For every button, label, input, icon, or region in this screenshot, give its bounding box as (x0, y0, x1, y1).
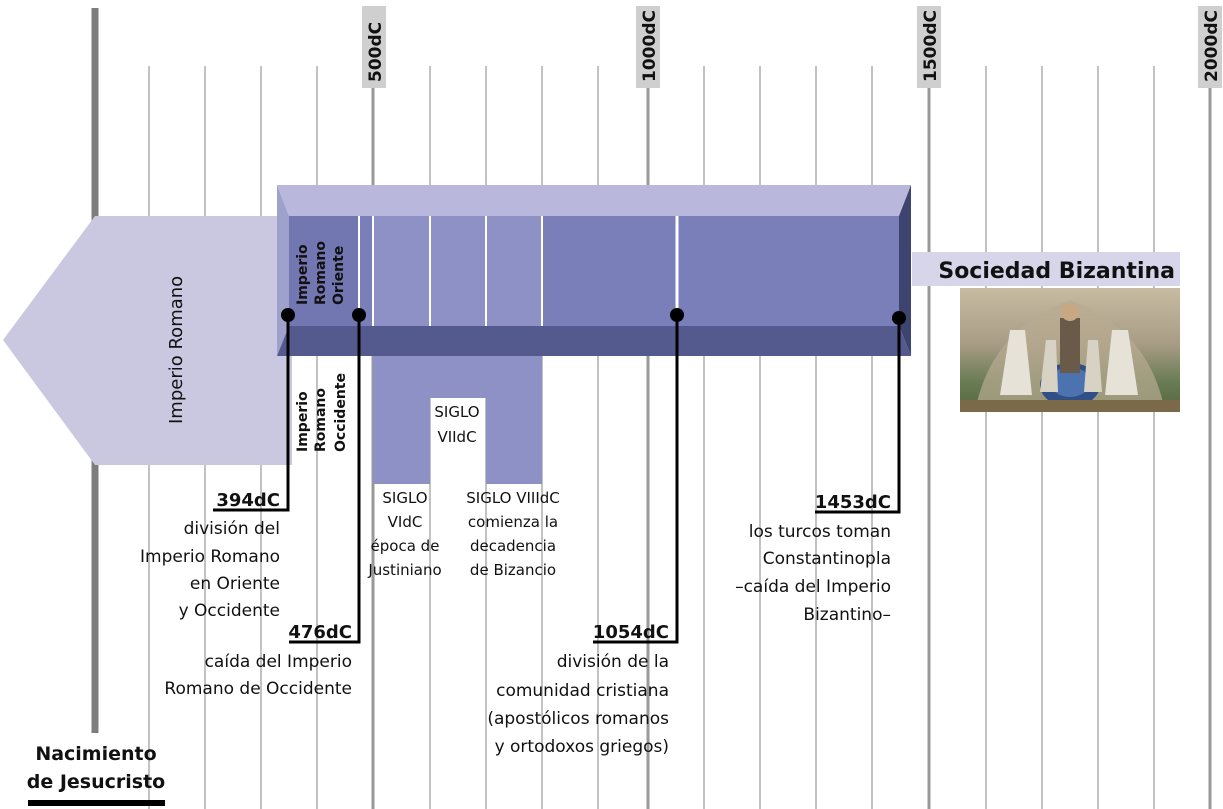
century-vi-section (373, 216, 430, 326)
svg-text:Oriente: Oriente (331, 246, 347, 305)
century-vii-section (430, 216, 486, 326)
century-vii-block (430, 356, 486, 398)
bar-dividers (358, 216, 679, 326)
svg-text:época de: época de (371, 537, 440, 555)
svg-text:–caída del Imperio: –caída del Imperio (735, 577, 891, 597)
century-label-1500: 1500dC (917, 6, 941, 88)
century-viii-text: SIGLO VIIIdC comienza la decadencia de B… (466, 489, 560, 579)
svg-text:Imperio Romano: Imperio Romano (140, 547, 280, 567)
oriente-section (289, 216, 359, 326)
event-connectors (213, 315, 901, 644)
svg-text:caída del Imperio: caída del Imperio (205, 652, 352, 672)
svg-text:Nacimiento: Nacimiento (35, 743, 156, 765)
svg-text:Occidente: Occidente (333, 373, 349, 452)
event-394-year: 394dC (216, 490, 280, 511)
event-476-text: caída del Imperio Romano de Occidente (164, 652, 352, 699)
event-1453-year: 1453dC (815, 492, 891, 513)
svg-text:Bizantino–: Bizantino– (803, 605, 891, 625)
svg-text:Imperio: Imperio (295, 391, 311, 452)
svg-text:Imperio: Imperio (295, 244, 311, 305)
byzantine-bar-bottom (277, 326, 911, 356)
event-1054-year: 1054dC (593, 622, 669, 643)
century-vi-block (373, 356, 430, 484)
svg-text:Romano: Romano (313, 241, 329, 305)
event-1453-text: los turcos toman Constantinopla –caída d… (735, 522, 891, 625)
event-394-text: división del Imperio Romano en Oriente y… (140, 519, 280, 621)
svg-text:en Oriente: en Oriente (190, 574, 280, 594)
svg-text:500dC: 500dC (366, 22, 386, 82)
century-label-1000: 1000dC (636, 6, 660, 88)
sociedad-label: Sociedad Bizantina (938, 259, 1175, 284)
oriente-label: Imperio Romano Oriente (295, 241, 347, 305)
svg-text:Romano de Occidente: Romano de Occidente (164, 679, 352, 699)
svg-text:división de la: división de la (557, 652, 669, 672)
svg-text:comunidad cristiana: comunidad cristiana (496, 681, 669, 701)
event-476-year: 476dC (288, 622, 352, 643)
svg-text:Constantinopla: Constantinopla (763, 549, 891, 569)
svg-text:Justiniano: Justiniano (367, 561, 441, 579)
svg-text:de Bizancio: de Bizancio (470, 561, 556, 579)
svg-text:1500dC: 1500dC (921, 10, 941, 82)
event-marker-476 (352, 308, 366, 322)
svg-text:SIGLO: SIGLO (382, 489, 427, 507)
century-viii-block (486, 356, 542, 484)
svg-text:de Jesucristo: de Jesucristo (27, 771, 165, 793)
event-1054-text: división de la comunidad cristiana (apos… (487, 652, 669, 757)
century-vii-text: SIGLO VIIdC (434, 403, 479, 446)
svg-text:comienza la: comienza la (468, 513, 558, 531)
byzantine-mosaic-image (960, 288, 1180, 412)
svg-text:Romano: Romano (313, 388, 329, 452)
svg-text:división del: división del (184, 519, 280, 539)
century-label-2000: 2000dC (1198, 6, 1222, 88)
sociedad-label-bg (912, 252, 1180, 286)
roman-empire-label: Imperio Romano (166, 276, 187, 424)
event-marker-1453 (892, 311, 906, 325)
event-marker-394 (281, 308, 295, 322)
century-viii-section (486, 216, 542, 326)
byzantine-bar-top (277, 185, 911, 216)
svg-text:decadencia: decadencia (470, 537, 556, 555)
origin-label: Nacimiento de Jesucristo (27, 743, 165, 793)
origin-label-underline (28, 800, 165, 806)
svg-text:VIdC: VIdC (388, 513, 423, 531)
svg-text:y Occidente: y Occidente (179, 601, 280, 621)
event-marker-1054 (670, 308, 684, 322)
event-markers (281, 308, 906, 325)
svg-text:VIIdC: VIIdC (437, 428, 476, 446)
roman-empire-arrow (3, 216, 292, 465)
svg-text:SIGLO: SIGLO (434, 403, 479, 421)
svg-text:SIGLO VIIIdC: SIGLO VIIIdC (466, 489, 560, 507)
svg-text:1000dC: 1000dC (640, 10, 660, 82)
svg-text:y ortodoxos griegos): y ortodoxos griegos) (495, 737, 669, 757)
svg-text:los turcos toman: los turcos toman (749, 522, 891, 542)
century-vi-text: SIGLO VIdC época de Justiniano (367, 489, 441, 579)
occidente-label: Imperio Romano Occidente (295, 373, 349, 452)
svg-text:2000dC: 2000dC (1202, 10, 1222, 82)
century-label-500: 500dC (362, 6, 386, 88)
svg-text:(apostólicos romanos: (apostólicos romanos (487, 709, 669, 729)
